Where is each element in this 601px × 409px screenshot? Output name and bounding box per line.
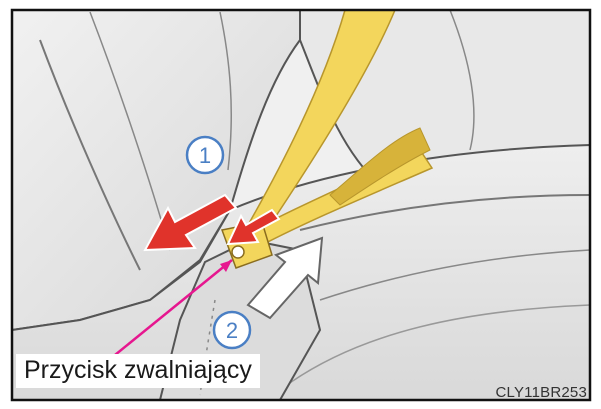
step-marker-1: 1	[185, 135, 225, 175]
release-button-label: Przycisk zwalniający	[16, 354, 260, 388]
cushion-seam-1	[299, 194, 591, 231]
white-arrow-icon	[246, 236, 324, 320]
seat-back-seam-3	[219, 11, 233, 171]
figure-code: CLY11BR253	[495, 384, 587, 401]
step-marker-2-label: 2	[226, 318, 238, 343]
step-marker-2: 2	[212, 310, 252, 350]
cushion-seam-3	[279, 304, 591, 391]
callout-leader	[114, 259, 233, 356]
red-arrow-icon	[143, 193, 238, 252]
stalk-stitch	[199, 299, 216, 396]
seat-back	[11, 9, 301, 332]
figure-frame	[10, 8, 592, 402]
seat-back-seam	[39, 39, 141, 271]
step-marker-1-label: 1	[199, 143, 211, 168]
cushion-seam-2	[319, 249, 591, 301]
release-button	[231, 245, 245, 259]
seatbelt-lap-strap-fold	[329, 127, 431, 206]
seat-back-right-seam	[449, 9, 475, 151]
red-arrow-icon	[226, 208, 281, 246]
